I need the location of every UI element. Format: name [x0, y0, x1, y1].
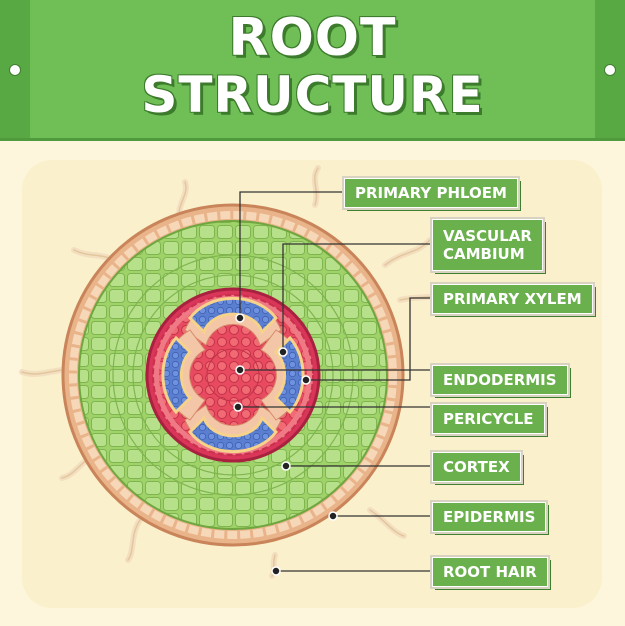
label-root-hair: ROOT HAIR: [430, 555, 550, 589]
label-vascular-cambium-line2: CAMBIUM: [443, 245, 525, 263]
label-pericycle: PERICYCLE: [430, 402, 547, 436]
page-title: ROOT: [228, 8, 397, 68]
label-epidermis: EPIDERMIS: [429, 500, 549, 534]
title-banner: ROOT STRUCTURE: [0, 0, 625, 141]
page-subtitle: STRUCTURE: [141, 66, 484, 124]
leader-dots: [233, 313, 338, 576]
label-vascular-cambium-line1: VASCULAR: [443, 227, 532, 245]
pin-icon: [9, 64, 21, 76]
label-primary-xylem: PRIMARY XYLEM: [430, 282, 595, 316]
leader-lines: [238, 191, 432, 572]
pin-icon: [604, 64, 616, 76]
label-endodermis: ENDODERMIS: [430, 363, 570, 397]
label-cortex: CORTEX: [430, 450, 523, 484]
label-vascular-cambium: VASCULAR CAMBIUM: [430, 217, 545, 273]
label-primary-phloem: PRIMARY PHLOEM: [342, 176, 520, 210]
